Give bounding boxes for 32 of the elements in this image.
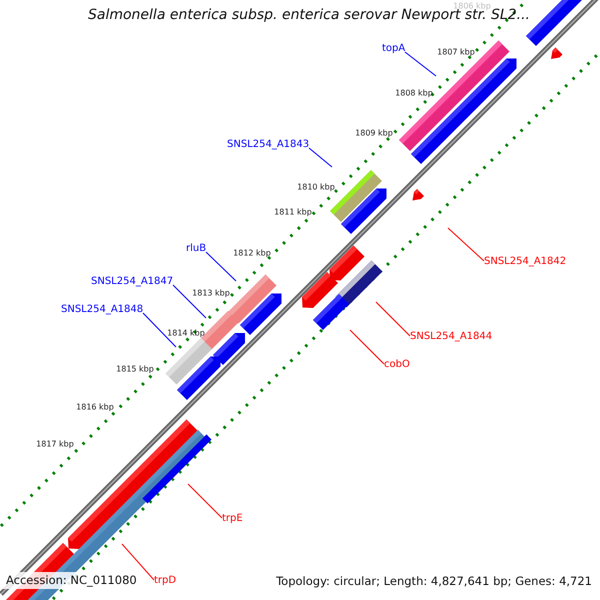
gene-label: trpE: [222, 512, 243, 524]
gene-label: SNSL254_A1844: [410, 330, 492, 342]
gene-label: topA: [382, 43, 406, 54]
leader-line: [142, 312, 176, 348]
leader-line: [188, 484, 222, 518]
coordinate-label: 1813 kbp: [192, 290, 230, 298]
gene-label: rluB: [186, 243, 206, 254]
coordinate-label: 1812 kbp: [233, 250, 271, 258]
coordinate-label: 1816 kbp: [76, 404, 114, 412]
gene-label: trpD: [154, 574, 176, 586]
leader-line: [404, 52, 436, 76]
leader-line: [122, 544, 154, 580]
leader-line: [376, 302, 410, 336]
gene-label: SNSL254_A1847: [91, 276, 174, 287]
coordinate-label: 1807 kbp: [437, 48, 475, 58]
leader-line: [172, 284, 206, 318]
coordinate-label: 1814 kbp: [167, 330, 205, 338]
genome-summary-text: Topology: circular; Length: 4,827,641 bp; Genes: 4,721: [276, 575, 592, 588]
gene-label: cobO: [384, 358, 410, 370]
coordinate-label: 1817 kbp: [36, 440, 74, 450]
gene-label: SNSL254_A1842: [484, 256, 566, 266]
coordinate-label: 1808 kbp: [395, 90, 433, 98]
leader-line: [448, 228, 484, 262]
leader-line: [308, 148, 332, 168]
leader-line: [206, 252, 236, 282]
leader-line: [350, 330, 384, 364]
coordinate-label: 1811 kbp: [274, 208, 312, 218]
coordinate-label: 1809 kbp: [355, 130, 393, 138]
gene-label: SNSL254_A1848: [61, 304, 144, 315]
gene-label: SNSL254_A1843: [227, 139, 310, 150]
coordinate-label: 1815 kbp: [116, 366, 154, 374]
coordinate-label: 1810 kbp: [297, 184, 335, 192]
